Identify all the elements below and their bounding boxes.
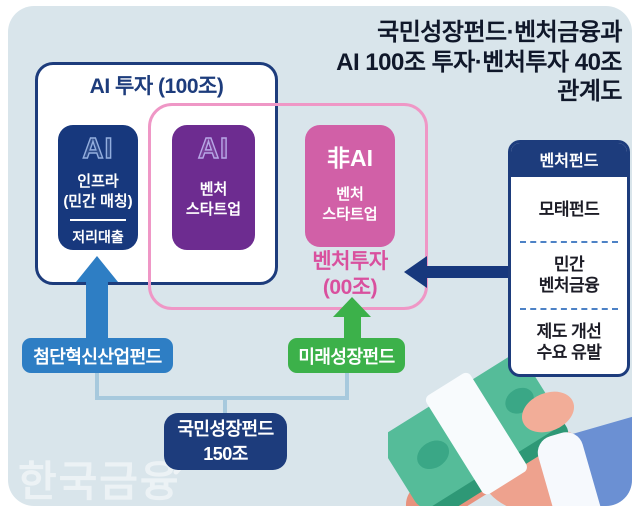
future-growth-fund-badge: 미래성장펀드: [288, 338, 405, 373]
arrow-up-green-head: [333, 297, 371, 317]
ai-infra-block: AI 인프라 (민간 매칭) 저리대출: [58, 125, 138, 250]
low-interest-loan-label: 저리대출: [72, 229, 124, 245]
arrow-up-green-shaft: [344, 315, 361, 342]
divider: [70, 219, 126, 221]
arrow-up-blue-shaft: [86, 280, 108, 340]
venture-fund-header: 벤처펀드: [511, 143, 627, 177]
venture-investment-outline-box: [148, 103, 428, 310]
ai-venture-startup-label: 벤처 스타트업: [185, 181, 242, 218]
arrow-up-blue-head: [76, 256, 118, 282]
venture-fund-box: 벤처펀드 모태펀드 민간 벤처금융 제도 개선 수요 유발: [508, 140, 630, 377]
ai-investment-title: AI 투자 (100조): [89, 75, 224, 98]
ai-outline-glyph: AI: [82, 132, 114, 165]
national-growth-fund-line2: 150조: [203, 443, 248, 464]
venture-investment-line1: 벤처투자: [312, 250, 388, 273]
venture-investment-label: 벤처투자 (00조): [285, 249, 415, 302]
venture-fund-item: 민간 벤처금융: [538, 255, 600, 296]
non-ai-glyph: 非AI: [327, 145, 373, 171]
advanced-innovation-fund-badge: 첨단혁신산업펀드: [22, 338, 173, 373]
non-ai-venture-startup-label: 벤처 스타트업: [322, 186, 378, 223]
title-line: AI 100조 투자·벤처투자 40조: [336, 48, 622, 76]
watermark-hankook-finance: 한국금융: [18, 458, 181, 505]
title-line: 국민성장펀드·벤처금융과: [377, 19, 622, 46]
venture-fund-body: 모태펀드 민간 벤처금융 제도 개선 수요 유발: [511, 177, 627, 374]
title-line: 관계도: [557, 78, 622, 106]
dashed-divider: [520, 241, 618, 244]
ai-outline-glyph: AI: [197, 132, 229, 165]
connector-line: [95, 396, 349, 400]
venture-fund-item: 제도 개선 수요 유발: [536, 321, 602, 362]
venture-fund-item: 모태펀드: [538, 199, 600, 219]
page-title: 국민성장펀드·벤처금융과 AI 100조 투자·벤처투자 40조 관계도: [336, 18, 622, 107]
arrow-left-navy-head: [404, 256, 427, 288]
connector-line: [223, 396, 227, 415]
connector-line: [95, 373, 99, 400]
national-growth-fund-line1: 국민성장펀드: [177, 419, 274, 440]
non-ai-venture-startup-block: 非AI 벤처 스타트업: [305, 125, 395, 247]
dashed-divider: [520, 307, 618, 310]
arrow-left-navy-shaft: [427, 266, 508, 278]
venture-investment-line2: (00조): [322, 276, 378, 300]
connector-line: [345, 373, 349, 400]
ai-infra-label: 인프라 (민간 매칭): [63, 173, 133, 210]
national-growth-fund-badge: 국민성장펀드 150조: [164, 413, 287, 470]
ai-venture-startup-block: AI 벤처 스타트업: [172, 125, 255, 250]
